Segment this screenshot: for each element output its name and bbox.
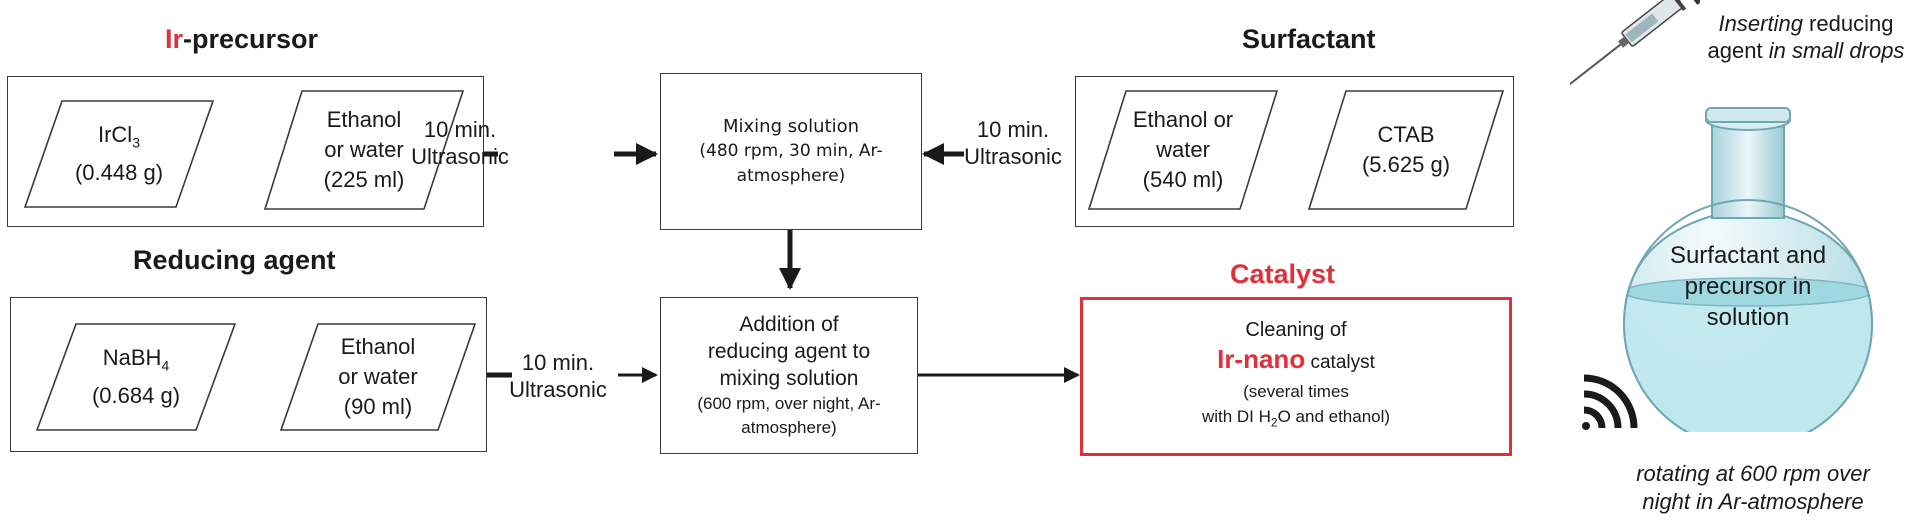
ultrasonic-method: Ultrasonic xyxy=(411,144,509,169)
ultrasonic-time: 10 min. xyxy=(423,117,497,142)
nabh4-mass: (0.684 g) xyxy=(91,382,181,408)
note-inserting-italic: Inserting xyxy=(1718,11,1803,36)
red-ethanol-line2: or water xyxy=(338,364,418,389)
mixing-atmosphere: atmosphere) xyxy=(736,166,846,186)
cleaning-solvents: with DI H2O and ethanol) xyxy=(1201,406,1391,430)
ircl3-formula: IrCl3 xyxy=(97,122,140,151)
note-rotating-line2: night in Ar-atmosphere xyxy=(1642,489,1864,514)
ir-ethanol-line1: Ethanol xyxy=(326,107,402,132)
cleaning-title: Cleaning of xyxy=(1245,318,1347,341)
ultrasonic-label-surf: 10 min. Ultrasonic xyxy=(958,116,1068,170)
ir-nano-label: Ir-nano xyxy=(1217,343,1306,374)
ctab-parallelogram: CTAB (5.625 g) xyxy=(1307,90,1505,210)
addition-atmosphere: atmosphere) xyxy=(741,418,837,437)
addition-box: Addition of reducing agent to mixing sol… xyxy=(660,297,918,454)
surf-ethanol-volume: (540 ml) xyxy=(1142,167,1224,192)
nabh4-formula: NaBH4 xyxy=(102,345,170,374)
note-small-drops: in small drops xyxy=(1768,38,1905,63)
ctab-name: CTAB xyxy=(1377,122,1435,147)
red-ethanol-line1: Ethanol xyxy=(340,334,416,359)
mixing-params: (480 rpm, 30 min, Ar- xyxy=(699,141,883,161)
heading-catalyst: Catalyst xyxy=(1230,259,1336,289)
surf-ethanol-line1: Ethanol or xyxy=(1132,107,1234,132)
rotation-signal-icon xyxy=(1582,374,1638,430)
mixing-title: Mixing solution xyxy=(722,116,860,137)
ctab-mass: (5.625 g) xyxy=(1361,152,1451,177)
addition-line3: mixing solution xyxy=(719,367,859,390)
flask-line2: precursor in xyxy=(1684,273,1812,300)
red-ethanol-parallelogram: Ethanol or water (90 ml) xyxy=(279,323,477,431)
addition-line1: Addition of xyxy=(739,313,839,336)
addition-params: (600 rpm, over night, Ar- xyxy=(697,394,881,413)
flask-label: Surfactant and precursor in solution xyxy=(1612,240,1884,333)
heading-reducing-agent: Reducing agent xyxy=(133,245,336,275)
flask-line3: solution xyxy=(1706,304,1790,331)
surf-ethanol-line2: water xyxy=(1156,137,1210,162)
red-ethanol-volume: (90 ml) xyxy=(343,394,413,419)
flask-line1: Surfactant and xyxy=(1669,242,1827,269)
mixing-solution-box: Mixing solution (480 rpm, 30 min, Ar- at… xyxy=(660,73,922,230)
catalyst-box: Cleaning of Ir-nano catalyst (several ti… xyxy=(1080,297,1512,456)
ultrasonic-time: 10 min. xyxy=(521,350,595,375)
note-inserting-rest: reducing xyxy=(1802,11,1894,36)
nabh4-parallelogram: NaBH4 (0.684 g) xyxy=(35,323,237,431)
ir-ethanol-volume: (225 ml) xyxy=(323,167,405,192)
surf-ethanol-parallelogram: Ethanol or water (540 ml) xyxy=(1087,90,1279,210)
heading-surfactant: Surfactant xyxy=(1242,24,1376,54)
cleaning-highlight: Ir-nano catalyst xyxy=(1217,343,1375,379)
ircl3-parallelogram: IrCl3 (0.448 g) xyxy=(23,100,215,208)
note-rotating-line1: rotating at 600 rpm over xyxy=(1636,461,1870,486)
ultrasonic-method: Ultrasonic xyxy=(509,377,607,402)
heading-ir-prefix: Ir xyxy=(165,24,184,54)
round-bottom-flask-icon xyxy=(1622,107,1874,432)
heading-ir-suffix: -precursor xyxy=(183,24,319,54)
addition-line2: reducing agent to xyxy=(707,340,871,363)
ir-ethanol-line2: or water xyxy=(324,137,404,162)
note-agent: agent xyxy=(1707,38,1769,63)
ultrasonic-label-red: 10 min. Ultrasonic xyxy=(498,349,618,403)
note-rotating: rotating at 600 rpm over night in Ar-atm… xyxy=(1588,460,1918,516)
cleaning-detail: (several times xyxy=(1243,381,1349,401)
heading-ir-precursor: Ir-precursor xyxy=(165,24,318,55)
note-inserting: Inserting reducing agent in small drops xyxy=(1694,10,1918,64)
ultrasonic-label-ir: 10 min. Ultrasonic xyxy=(406,116,514,170)
ultrasonic-method: Ultrasonic xyxy=(964,144,1062,169)
syringe-icon xyxy=(1570,0,1700,89)
ultrasonic-time: 10 min. xyxy=(976,117,1050,142)
ir-ethanol-parallelogram: Ethanol or water (225 ml) xyxy=(263,90,465,210)
ircl3-mass: (0.448 g) xyxy=(74,159,164,185)
catalyst-word: catalyst xyxy=(1305,351,1375,373)
